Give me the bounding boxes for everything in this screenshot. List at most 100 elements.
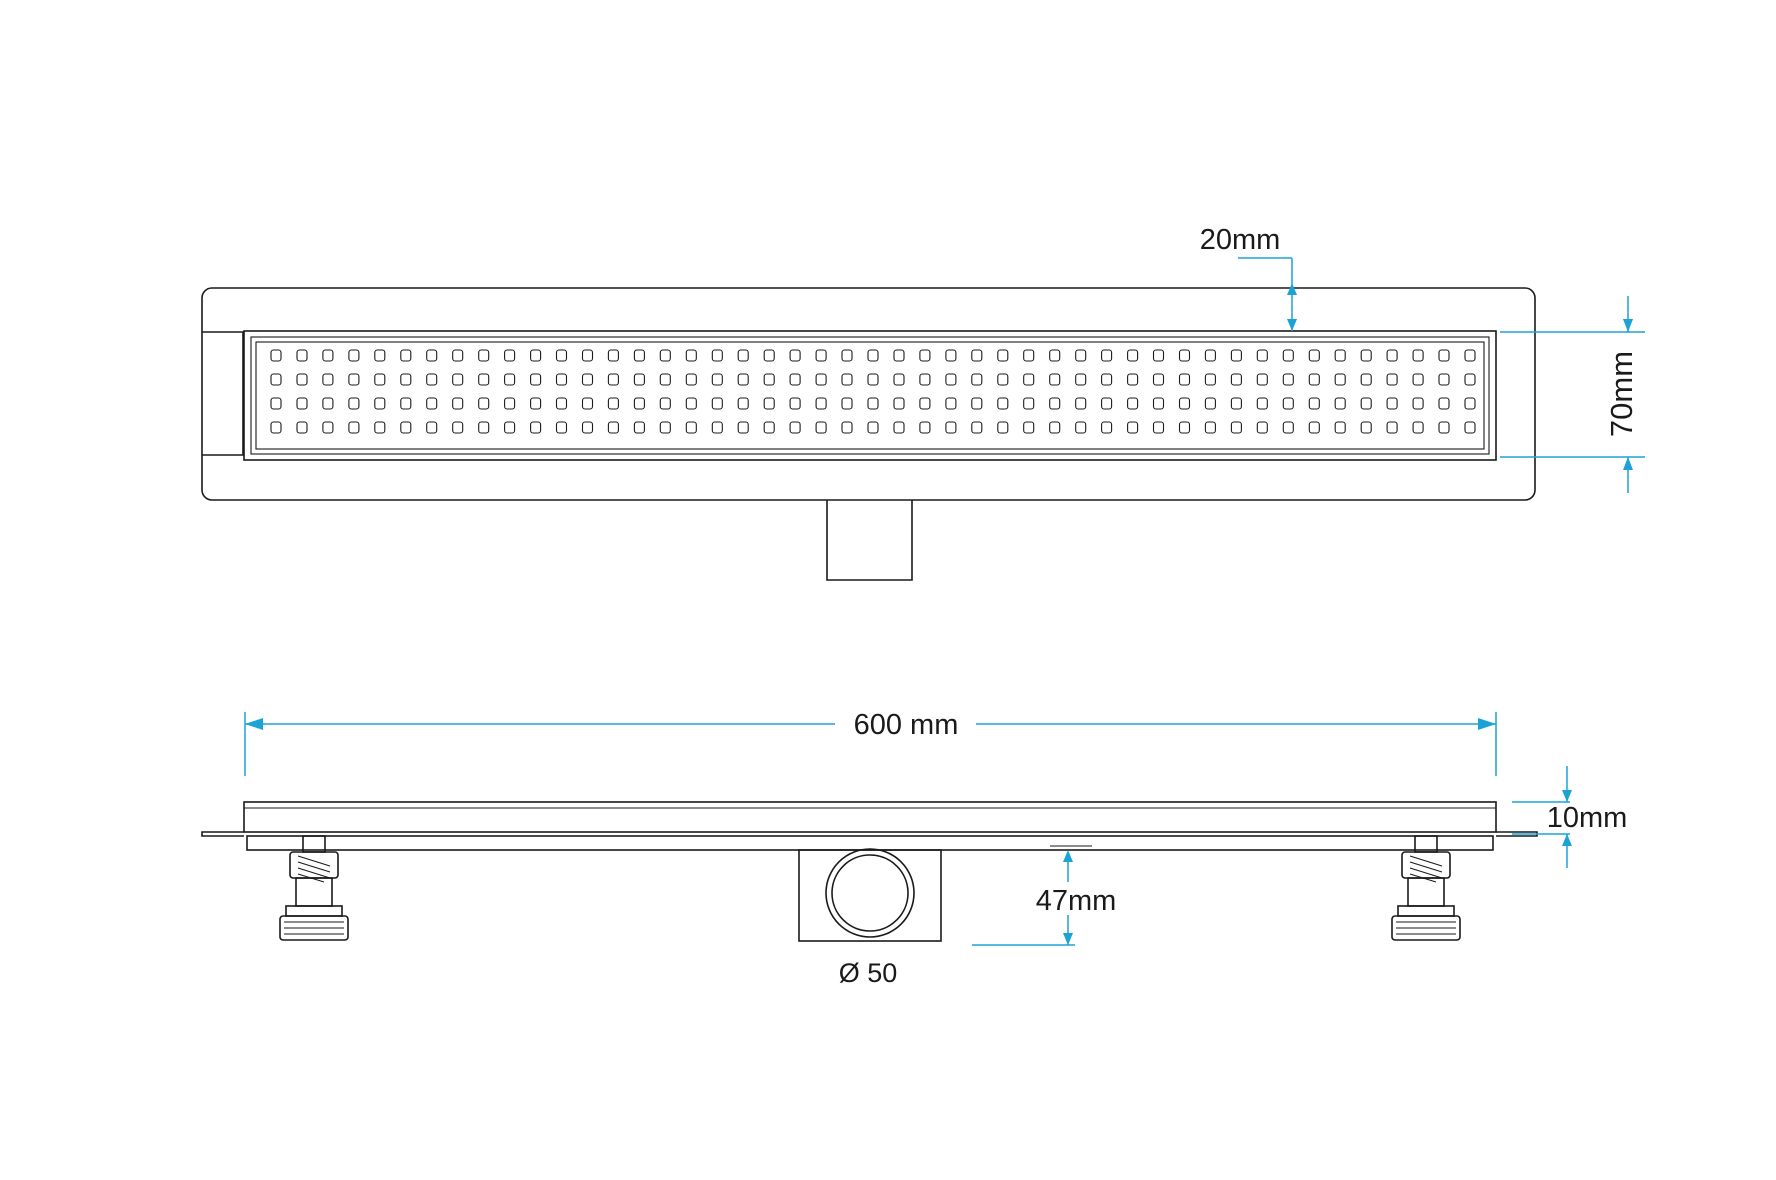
grate-hole xyxy=(815,373,827,386)
grate-hole xyxy=(504,421,516,434)
grate-hole xyxy=(555,373,568,386)
grate-hole xyxy=(919,349,931,362)
grate-hole xyxy=(945,349,957,362)
grate-hole xyxy=(348,349,360,362)
grate-hole xyxy=(763,349,775,362)
dimension-flange-height: 10mm xyxy=(1512,766,1627,868)
grate-hole xyxy=(1438,421,1450,434)
grate-hole xyxy=(1049,421,1061,434)
side-view xyxy=(201,801,1538,942)
grate-hole xyxy=(1127,397,1139,410)
grate-hole xyxy=(1438,373,1450,386)
grate-hole xyxy=(478,421,490,434)
grate-hole xyxy=(581,421,594,434)
side-view-flange-left xyxy=(201,831,244,837)
grate-hole xyxy=(1360,373,1372,386)
grate-hole xyxy=(1127,421,1139,434)
grate-hole xyxy=(1412,397,1424,410)
grate-hole xyxy=(296,397,308,410)
grate-hole xyxy=(374,349,386,362)
grate-hole xyxy=(997,421,1009,434)
side-view-grate-plate xyxy=(243,801,1497,833)
grate-hole xyxy=(296,349,308,362)
grate-hole xyxy=(633,397,645,410)
grate-hole xyxy=(530,349,542,362)
grate-hole xyxy=(555,397,568,410)
dimension-label-outlet-height: 47mm xyxy=(1036,885,1117,917)
grate-hole xyxy=(1308,373,1320,386)
grate-hole xyxy=(296,373,308,386)
grate-hole xyxy=(815,421,827,434)
grate-hole xyxy=(1438,349,1450,362)
grate-hole xyxy=(1412,421,1424,434)
grate-hole xyxy=(1023,349,1035,362)
grate-hole xyxy=(581,397,594,410)
grate-hole xyxy=(1256,349,1268,362)
grate-hole xyxy=(530,397,542,410)
grate-hole xyxy=(322,349,334,362)
grate-hole xyxy=(1178,397,1191,410)
grate-hole xyxy=(478,397,490,410)
grate-hole xyxy=(1049,397,1061,410)
grate-hole xyxy=(1412,373,1424,386)
grate-hole xyxy=(452,397,464,410)
dimension-label-grate-width: 70mm xyxy=(1604,351,1639,437)
grate-hole xyxy=(1101,397,1113,410)
grate-hole xyxy=(711,397,723,410)
grate-hole xyxy=(504,349,516,362)
grate-hole xyxy=(711,421,723,434)
grate-hole xyxy=(971,349,983,362)
grate-hole xyxy=(1178,421,1191,434)
grate-hole xyxy=(426,421,438,434)
grate-hole xyxy=(685,397,697,410)
grate-hole xyxy=(1049,349,1061,362)
grate-hole xyxy=(504,397,516,410)
grate-hole xyxy=(1464,373,1476,386)
grate-hole xyxy=(737,421,749,434)
grate-hole xyxy=(1256,373,1268,386)
grate-hole xyxy=(504,373,516,386)
grate-hole xyxy=(478,373,490,386)
dimension-grate-width: 70mm xyxy=(1500,296,1645,493)
grate-hole xyxy=(1178,349,1191,362)
grate-hole xyxy=(945,421,957,434)
grate-hole xyxy=(426,397,438,410)
dimension-grate-gap: 20mm xyxy=(1200,224,1297,331)
grate-hole xyxy=(685,349,697,362)
grate-hole xyxy=(841,373,853,386)
grate-hole xyxy=(1334,397,1346,410)
grate-hole xyxy=(426,349,438,362)
grate-hole xyxy=(374,421,386,434)
grate-hole xyxy=(1334,373,1346,386)
dimension-outlet-height: 47mm xyxy=(972,850,1117,946)
grate-hole xyxy=(322,373,334,386)
grate-hole xyxy=(1075,421,1087,434)
grate-hole xyxy=(919,373,931,386)
grate-hole xyxy=(763,397,775,410)
grate-hole xyxy=(1152,373,1165,386)
grate-hole xyxy=(530,373,542,386)
grate-hole xyxy=(841,421,853,434)
grate-hole xyxy=(659,421,671,434)
grate-hole xyxy=(737,349,749,362)
grate-hole xyxy=(1412,349,1424,362)
grate-hole xyxy=(685,421,697,434)
grate-hole xyxy=(1360,397,1372,410)
grate-hole xyxy=(997,397,1009,410)
grate-perforations xyxy=(270,349,1476,434)
grate-hole xyxy=(426,373,438,386)
grate-hole xyxy=(841,349,853,362)
grate-hole xyxy=(1256,421,1268,434)
side-view-outlet-bore xyxy=(831,854,909,932)
grate-hole xyxy=(945,373,957,386)
dimension-label-length: 600 mm xyxy=(854,709,959,741)
adjustable-foot-left xyxy=(279,835,349,941)
grate-hole xyxy=(841,397,853,410)
grate-hole xyxy=(1152,349,1165,362)
grate-hole xyxy=(1386,373,1398,386)
grate-hole xyxy=(893,349,905,362)
grate-hole xyxy=(581,373,594,386)
grate-hole xyxy=(1075,373,1087,386)
grate-hole xyxy=(1075,397,1087,410)
side-view-channel xyxy=(246,835,1494,851)
